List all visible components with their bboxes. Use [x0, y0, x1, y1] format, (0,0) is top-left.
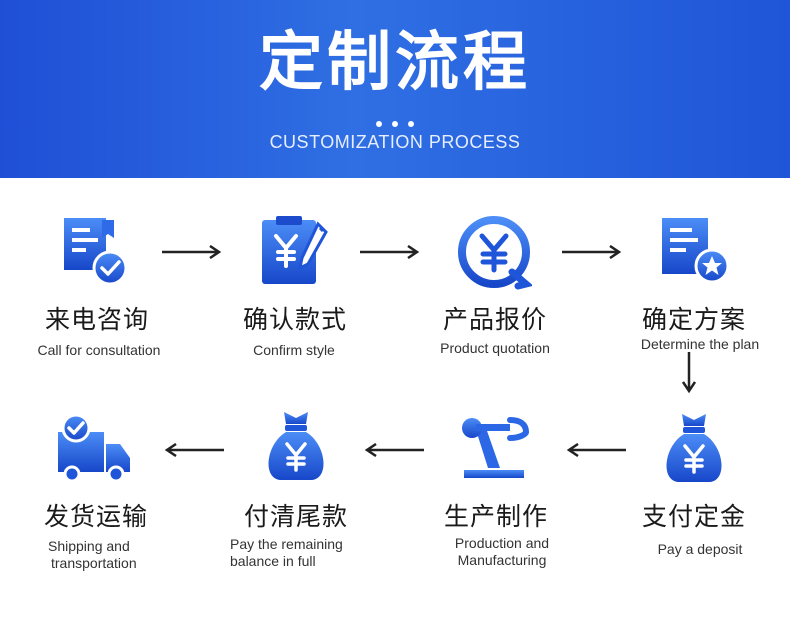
step-title: 来电咨询 — [44, 305, 149, 334]
step-description: Product quotation — [440, 340, 550, 356]
step-description: Determine the plan — [640, 336, 760, 352]
page-title: 定制流程 — [259, 26, 531, 100]
arrow-left — [364, 442, 424, 461]
step-description-line: Manufacturing — [457, 552, 547, 568]
step-description: Shipping and transportation — [48, 538, 168, 572]
arrow-down — [681, 352, 697, 398]
document-check-icon — [58, 214, 134, 290]
yuan-clipboard-pen-icon — [256, 214, 332, 290]
step-title: 生产制作 — [443, 502, 548, 531]
step-description-line: balance in full — [230, 553, 316, 569]
arrow-left — [164, 442, 224, 461]
page-subtitle: CUSTOMIZATION PROCESS — [269, 132, 521, 152]
step-description: Production and Manufacturing — [402, 535, 602, 569]
step-title: 付清尾款 — [243, 502, 348, 531]
step-description: Confirm style — [253, 342, 335, 358]
step-description: Pay a deposit — [657, 541, 743, 557]
step-title: 支付定金 — [641, 502, 746, 531]
step-description-line: Pay the remaining — [230, 536, 343, 552]
step-description-line: Shipping and — [48, 538, 130, 554]
header-banner: 定制流程 CUSTOMIZATION PROCESS — [0, 0, 790, 178]
step-description: Call for consultation — [37, 342, 161, 358]
arrow-right — [162, 244, 222, 263]
money-bag-icon — [258, 408, 334, 484]
step-title: 发货运输 — [43, 502, 148, 531]
yuan-coin-icon — [456, 214, 532, 290]
step-description-line: Production and — [454, 535, 550, 551]
step-description-line: transportation — [51, 555, 137, 571]
arrow-right — [360, 244, 420, 263]
delivery-truck-icon — [56, 412, 132, 488]
step-title: 确认款式 — [242, 305, 347, 334]
arrow-left — [566, 442, 626, 461]
step-title: 确定方案 — [641, 305, 746, 334]
title-dots — [0, 112, 790, 131]
step-title: 产品报价 — [442, 305, 547, 334]
money-bag-icon — [656, 410, 732, 486]
robot-arm-icon — [456, 410, 532, 486]
step-description: Pay the remaining balance in full — [230, 536, 370, 570]
document-star-icon — [656, 214, 732, 290]
arrow-right — [562, 244, 622, 263]
